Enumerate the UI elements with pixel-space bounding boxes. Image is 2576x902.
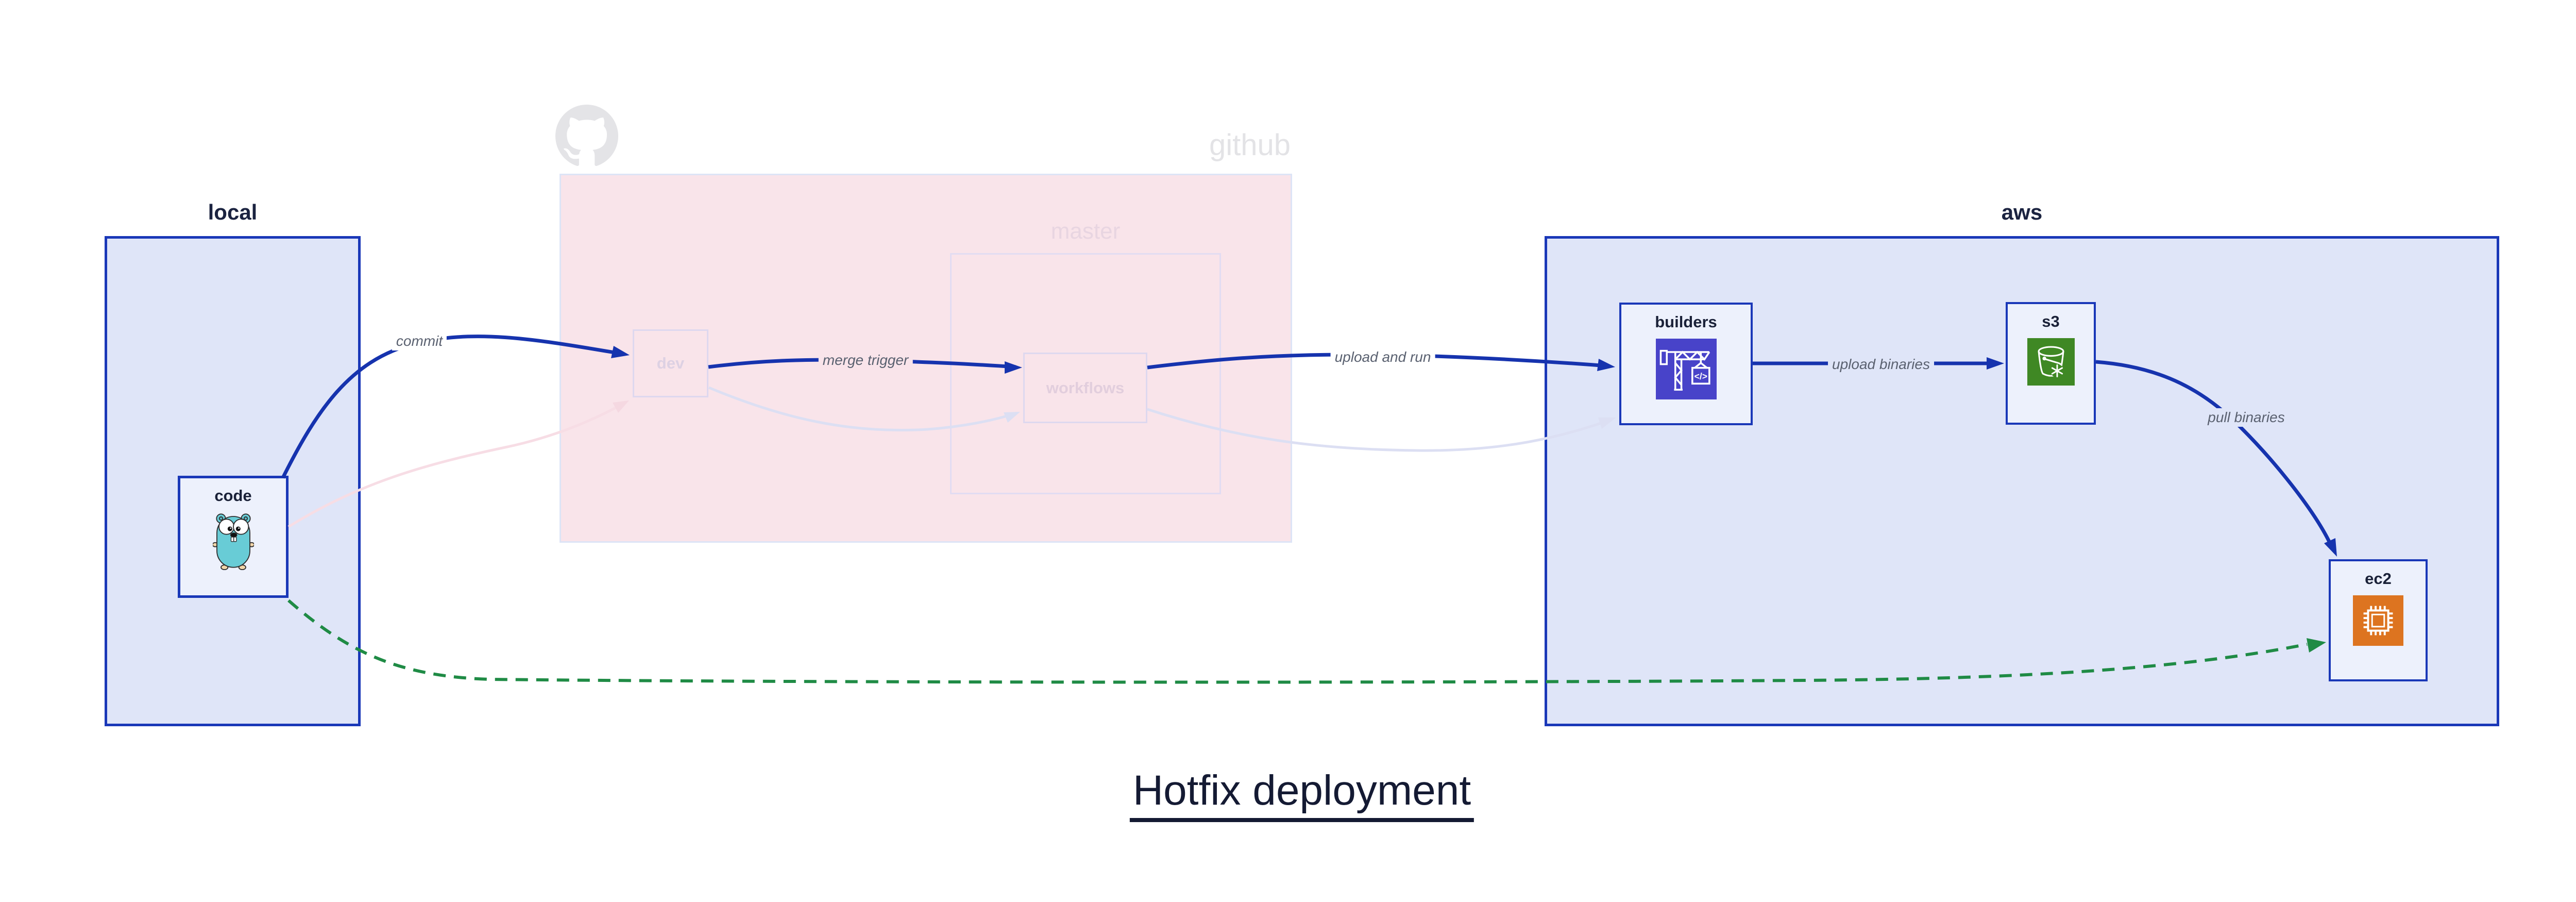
edge-label-pull-binaries: pull binaries <box>2204 408 2289 427</box>
edge-label-commit: commit <box>392 332 447 350</box>
diagram-title: Hotfix deployment <box>1129 766 1475 822</box>
dev-node-label: dev <box>656 354 685 372</box>
go-gopher-icon <box>211 512 255 573</box>
node-builders: builders </> <box>1619 303 1753 425</box>
code-node-label: code <box>214 487 252 505</box>
builders-node-label: builders <box>1655 313 1717 331</box>
s3-bucket-icon <box>2027 338 2075 388</box>
aws-container-label: aws <box>2001 200 2043 224</box>
ec2-node-label: ec2 <box>2365 570 2392 588</box>
github-octocat-icon <box>555 105 618 170</box>
workflows-node-label: workflows <box>1046 378 1125 397</box>
master-branch-label: master <box>1050 219 1121 244</box>
master-branch-container <box>950 253 1221 494</box>
local-container-label: local <box>208 200 258 224</box>
node-ec2: ec2 <box>2329 559 2428 681</box>
codebuild-code-glyph: </> <box>1694 371 1707 381</box>
s3-node-label: s3 <box>2042 312 2060 330</box>
ec2-chip-icon <box>2353 595 2403 648</box>
edge-label-upload-binaries: upload binaries <box>1828 355 1934 374</box>
node-workflows: workflows <box>1023 353 1147 423</box>
codebuild-crane-icon: </> <box>1655 339 1717 402</box>
node-dev: dev <box>633 329 708 397</box>
node-code: code <box>178 476 289 598</box>
github-container-label: github <box>1209 128 1291 162</box>
edge-label-upload-and-run: upload and run <box>1330 348 1435 366</box>
node-s3: s3 <box>2006 302 2096 425</box>
edge-label-merge-trigger: merge trigger <box>818 351 913 370</box>
